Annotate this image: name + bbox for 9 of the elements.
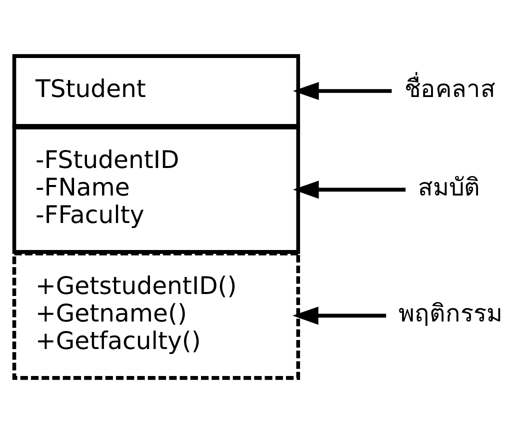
node-box: +GetstudentID() +Getname() +Getfaculty() (12, 252, 300, 380)
node-text: สมบัติ (418, 172, 480, 202)
arrow (292, 180, 406, 199)
node-box: -FStudentID -FName -FFaculty (12, 126, 300, 254)
node-text: ชื่อคลาส (404, 74, 496, 103)
node-box: TStudent (12, 54, 300, 128)
arrow (292, 82, 392, 100)
node-text: พฤติกรรม (398, 298, 502, 328)
arrow (292, 306, 386, 325)
